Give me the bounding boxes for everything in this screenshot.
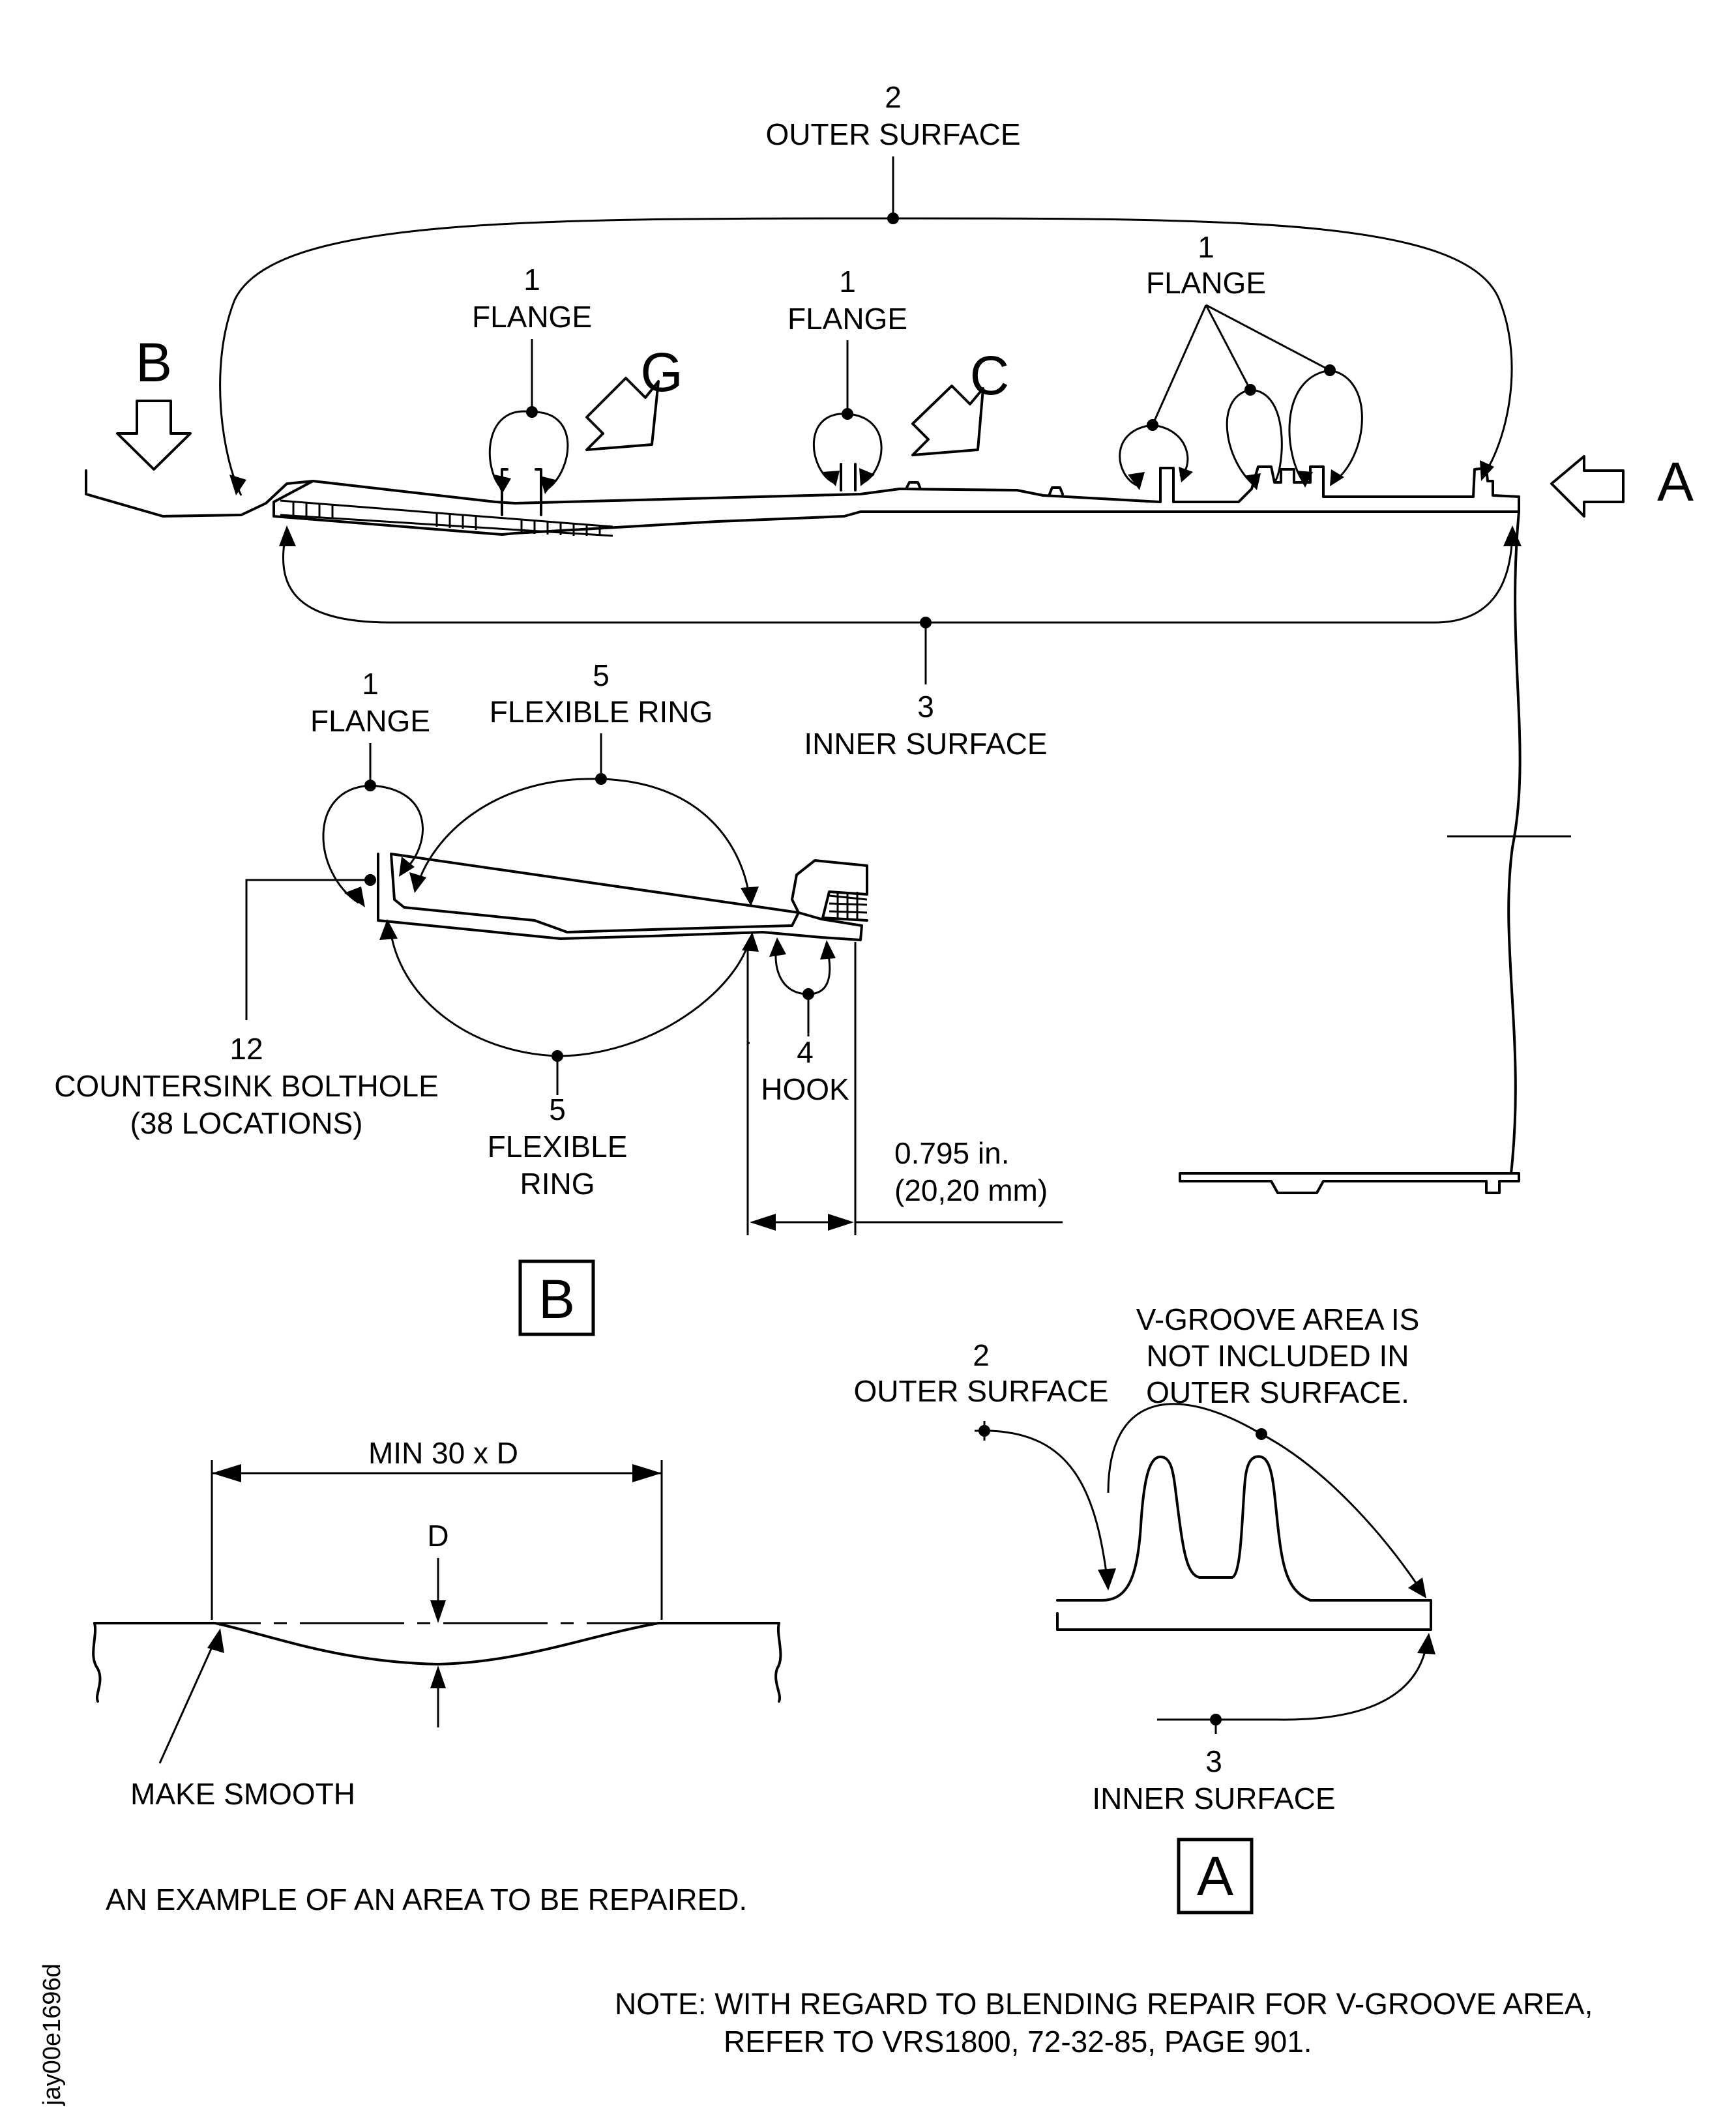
hook-num: 4 <box>797 1035 814 1069</box>
view-b-letter: B <box>136 332 172 393</box>
make-smooth-label: MAKE SMOOTH <box>130 1777 355 1811</box>
repair-example: MIN 30 x D D MAKE SMOOTH AN EXAMPLE OF A… <box>92 1436 782 1916</box>
vgroove-line3: OUTER SURFACE. <box>1146 1375 1409 1409</box>
flex-ring-bottom-leader: 5 FLEXIBLE RING <box>379 919 759 1201</box>
inner-a-num: 3 <box>1205 1744 1222 1778</box>
flange-2-text: FLANGE <box>787 302 907 336</box>
view-a-letter: A <box>1657 451 1694 512</box>
outer-top-num: 2 <box>885 80 902 114</box>
dimension-line2: (20,20 mm) <box>894 1173 1048 1207</box>
flex-ring-top-leader: 5 FLEXIBLE RING <box>409 658 759 906</box>
figure-id: jay00e1696d <box>38 1963 66 2106</box>
vgroove-leader: V-GROOVE AREA IS NOT INCLUDED IN OUTER S… <box>1107 1302 1426 1598</box>
depth-label: D <box>427 1519 449 1553</box>
view-arrow-a: A <box>1550 451 1694 518</box>
vgroove-line1: V-GROOVE AREA IS <box>1136 1302 1420 1336</box>
note-line1: NOTE: WITH REGARD TO BLENDING REPAIR FOR… <box>615 1987 1593 2021</box>
flex-ring-bottom-line2: RING <box>520 1167 595 1201</box>
min-dim-label: MIN 30 x D <box>368 1436 518 1470</box>
view-arrow-c: C <box>911 345 1010 456</box>
view-b-flange-num: 1 <box>362 667 379 701</box>
view-a-detail <box>1056 1455 1432 1631</box>
note-block: NOTE: WITH REGARD TO BLENDING REPAIR FOR… <box>615 1987 1593 2059</box>
flange-1-num: 1 <box>523 263 540 297</box>
dimension-line1: 0.795 in. <box>894 1136 1009 1170</box>
countersink-num: 12 <box>229 1032 263 1066</box>
countersink-leader: 12 COUNTERSINK BOLTHOLE (38 LOCATIONS) <box>54 874 439 1140</box>
outer-surface-leader: 2 OUTER SURFACE <box>219 80 1513 496</box>
countersink-line1: COUNTERSINK BOLTHOLE <box>54 1069 439 1103</box>
outer-a-num: 2 <box>973 1338 990 1372</box>
flange-3-leader: 1 FLANGE <box>1119 230 1363 490</box>
inner-surface-leader: 3 INNER SURFACE <box>279 525 1522 761</box>
hook-leader: 4 HOOK <box>761 937 849 1106</box>
flange-3-num: 1 <box>1198 230 1214 264</box>
example-caption: AN EXAMPLE OF AN AREA TO BE REPAIRED. <box>106 1883 747 1916</box>
view-arrow-b: B <box>116 332 192 471</box>
view-c-letter: C <box>970 345 1010 406</box>
view-g-letter: G <box>640 342 683 403</box>
break-line <box>1507 510 1522 1175</box>
flange-1-leader: 1 FLANGE <box>472 263 592 494</box>
view-b-flange-leader: 1 FLANGE <box>310 667 430 907</box>
flange-1-text: FLANGE <box>472 300 592 334</box>
vgroove-line2: NOT INCLUDED IN <box>1147 1339 1409 1373</box>
view-b-detail <box>377 853 868 941</box>
view-a-box: A <box>1177 1838 1254 1914</box>
box-b-letter: B <box>538 1269 575 1330</box>
outer-top-text: OUTER SURFACE <box>765 117 1020 151</box>
inner-top-text: INNER SURFACE <box>804 727 1047 761</box>
inner-top-num: 3 <box>917 690 934 724</box>
hook-text: HOOK <box>761 1072 849 1106</box>
inner-a-text: INNER SURFACE <box>1092 1782 1335 1815</box>
main-cross-section <box>85 463 1571 1194</box>
view-b-flange-text: FLANGE <box>310 704 430 738</box>
flange-2-leader: 1 FLANGE <box>787 265 907 486</box>
note-line2: REFER TO VRS1800, 72-32-85, PAGE 901. <box>724 2025 1312 2059</box>
inner-surface-a-leader: 3 INNER SURFACE <box>1092 1633 1435 1815</box>
view-b-box: B <box>518 1259 595 1336</box>
honeycomb-hatch <box>280 499 613 537</box>
flex-ring-top-text: FLEXIBLE RING <box>490 695 713 729</box>
box-a-letter: A <box>1197 1845 1233 1907</box>
outer-surface-a-leader: 2 OUTER SURFACE <box>853 1338 1116 1591</box>
view-arrow-g: G <box>585 342 683 451</box>
dimension-0795: 0.795 in. (20,20 mm) <box>746 942 1063 1235</box>
flex-ring-bottom-num: 5 <box>549 1093 566 1126</box>
countersink-line2: (38 LOCATIONS) <box>130 1106 363 1140</box>
flange-2-num: 1 <box>839 265 856 299</box>
flex-ring-bottom-line1: FLEXIBLE <box>488 1130 628 1164</box>
flex-ring-top-num: 5 <box>593 658 610 692</box>
flange-3-text: FLANGE <box>1146 266 1266 300</box>
outer-a-text: OUTER SURFACE <box>853 1374 1108 1408</box>
